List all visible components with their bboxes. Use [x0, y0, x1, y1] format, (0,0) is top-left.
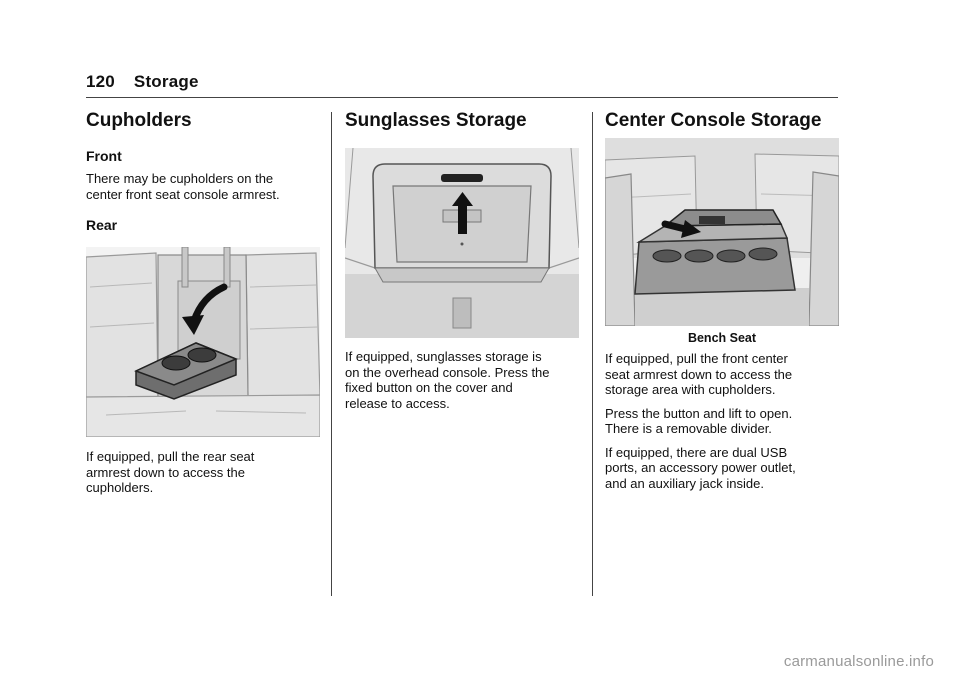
- sunglasses-figure: [345, 148, 579, 338]
- center-console-heading: Center Console Storage: [605, 110, 822, 131]
- cupholders-heading: Cupholders: [86, 110, 192, 131]
- page-number: 120: [86, 72, 115, 91]
- rear-cupholder-figure: [86, 247, 320, 437]
- header-rule: [86, 97, 838, 98]
- page-header: 120 Storage: [86, 72, 199, 92]
- sunglasses-heading: Sunglasses Storage: [345, 110, 527, 131]
- column-divider: [331, 112, 332, 596]
- column-cupholders: Cupholders Front There may be cupholders…: [86, 108, 320, 496]
- front-heading: Front: [86, 148, 122, 164]
- rear-heading: Rear: [86, 217, 118, 233]
- watermark: carmanualsonline.info: [783, 653, 934, 670]
- column-divider: [592, 112, 593, 596]
- console-para-2: Press the button and lift to open.There …: [605, 405, 793, 437]
- center-console-figure: [605, 138, 839, 326]
- figure-caption: Bench Seat: [687, 331, 757, 345]
- column-sunglasses: Sunglasses Storage If equipped, sunglass…: [345, 108, 579, 411]
- column-center-console: Center Console Storage Bench Seat If equ…: [605, 108, 839, 491]
- section-title: Storage: [133, 72, 199, 91]
